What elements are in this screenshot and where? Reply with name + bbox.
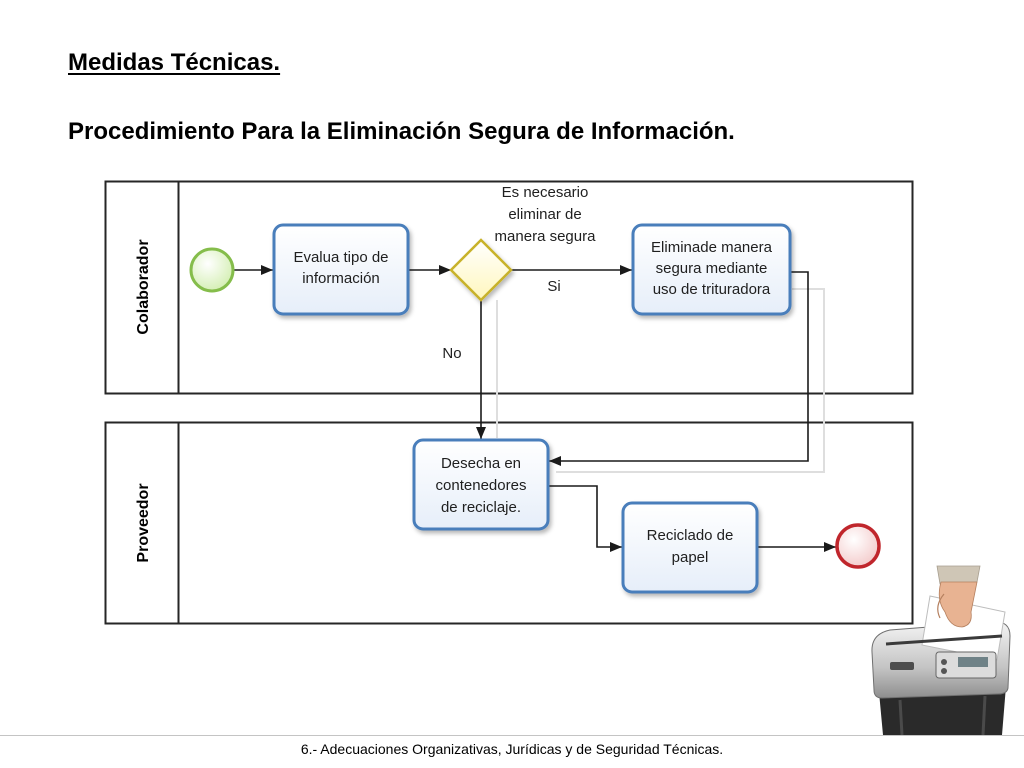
flow-desecha-to-reciclado: [549, 485, 622, 552]
shredder-bin-highlight: [898, 695, 987, 736]
pool-colaborador-label: Colaborador: [135, 239, 152, 334]
slide-heading: Medidas Técnicas.: [68, 49, 281, 76]
shredder-bin: [879, 686, 1006, 735]
task-reciclado-line: Reciclado de: [647, 527, 734, 544]
task-desecha-box: [412, 438, 550, 531]
task-desecha-reciclaje: Desecha en contenedores de reciclaje.: [412, 438, 550, 531]
task-reciclado-line: papel: [672, 549, 709, 566]
task-evalua-tipo-informacion: Evalua tipo de información: [272, 223, 410, 316]
task-elimina-line: Eliminade manera: [651, 239, 773, 256]
task-evalua-box: [272, 223, 410, 316]
hand-sleeve: [936, 565, 981, 585]
slide-footer-text: 6.- Adecuaciones Organizativas, Jurídica…: [300, 741, 724, 757]
end-event-icon: [835, 523, 881, 569]
task-evalua-line: información: [302, 270, 380, 287]
task-elimina-line: uso de trituradora: [653, 281, 771, 298]
task-evalua-line: Evalua tipo de: [293, 249, 388, 266]
gateway-question-line: Es necesario: [502, 184, 589, 201]
sequence-flows: [234, 265, 836, 552]
flow-trituradora-to-desecha: [549, 271, 809, 466]
task-elimina-line: segura mediante: [656, 260, 768, 277]
flow-label-yes: Si: [547, 278, 560, 295]
shredder-button: [941, 659, 947, 665]
shredder-paper: [921, 595, 1006, 661]
paper-shredder-icon: [871, 565, 1011, 736]
footer-divider: [0, 735, 1024, 736]
shredder-button: [941, 668, 947, 674]
gateway-question-line: manera segura: [495, 228, 597, 245]
gateway-question-line: eliminar de: [508, 206, 581, 223]
exclusive-gateway: Es necesario eliminar de manera segura: [449, 184, 597, 302]
task-reciclado-papel: Reciclado de papel: [621, 501, 759, 594]
task-reciclado-box: [621, 501, 759, 594]
shredder-display: [958, 657, 988, 667]
task-elimina-box: [631, 223, 792, 316]
slide-subheading: Procedimiento Para la Eliminación Segura…: [68, 118, 735, 145]
task-desecha-line: contenedores: [436, 477, 527, 494]
task-desecha-line: de reciclaje.: [441, 499, 521, 516]
hand-thumb: [937, 593, 945, 619]
flow-label-no: No: [442, 345, 461, 362]
start-event-icon: [189, 247, 235, 293]
task-elimina-trituradora: Eliminade manera segura mediante uso de …: [631, 223, 792, 316]
task-desecha-line: Desecha en: [441, 455, 521, 472]
pool-proveedor-label: Proveedor: [135, 483, 152, 562]
shredder-slot: [885, 634, 1003, 646]
exclusive-gateway-icon: [449, 238, 513, 302]
shredder-brand-plate: [890, 662, 914, 670]
